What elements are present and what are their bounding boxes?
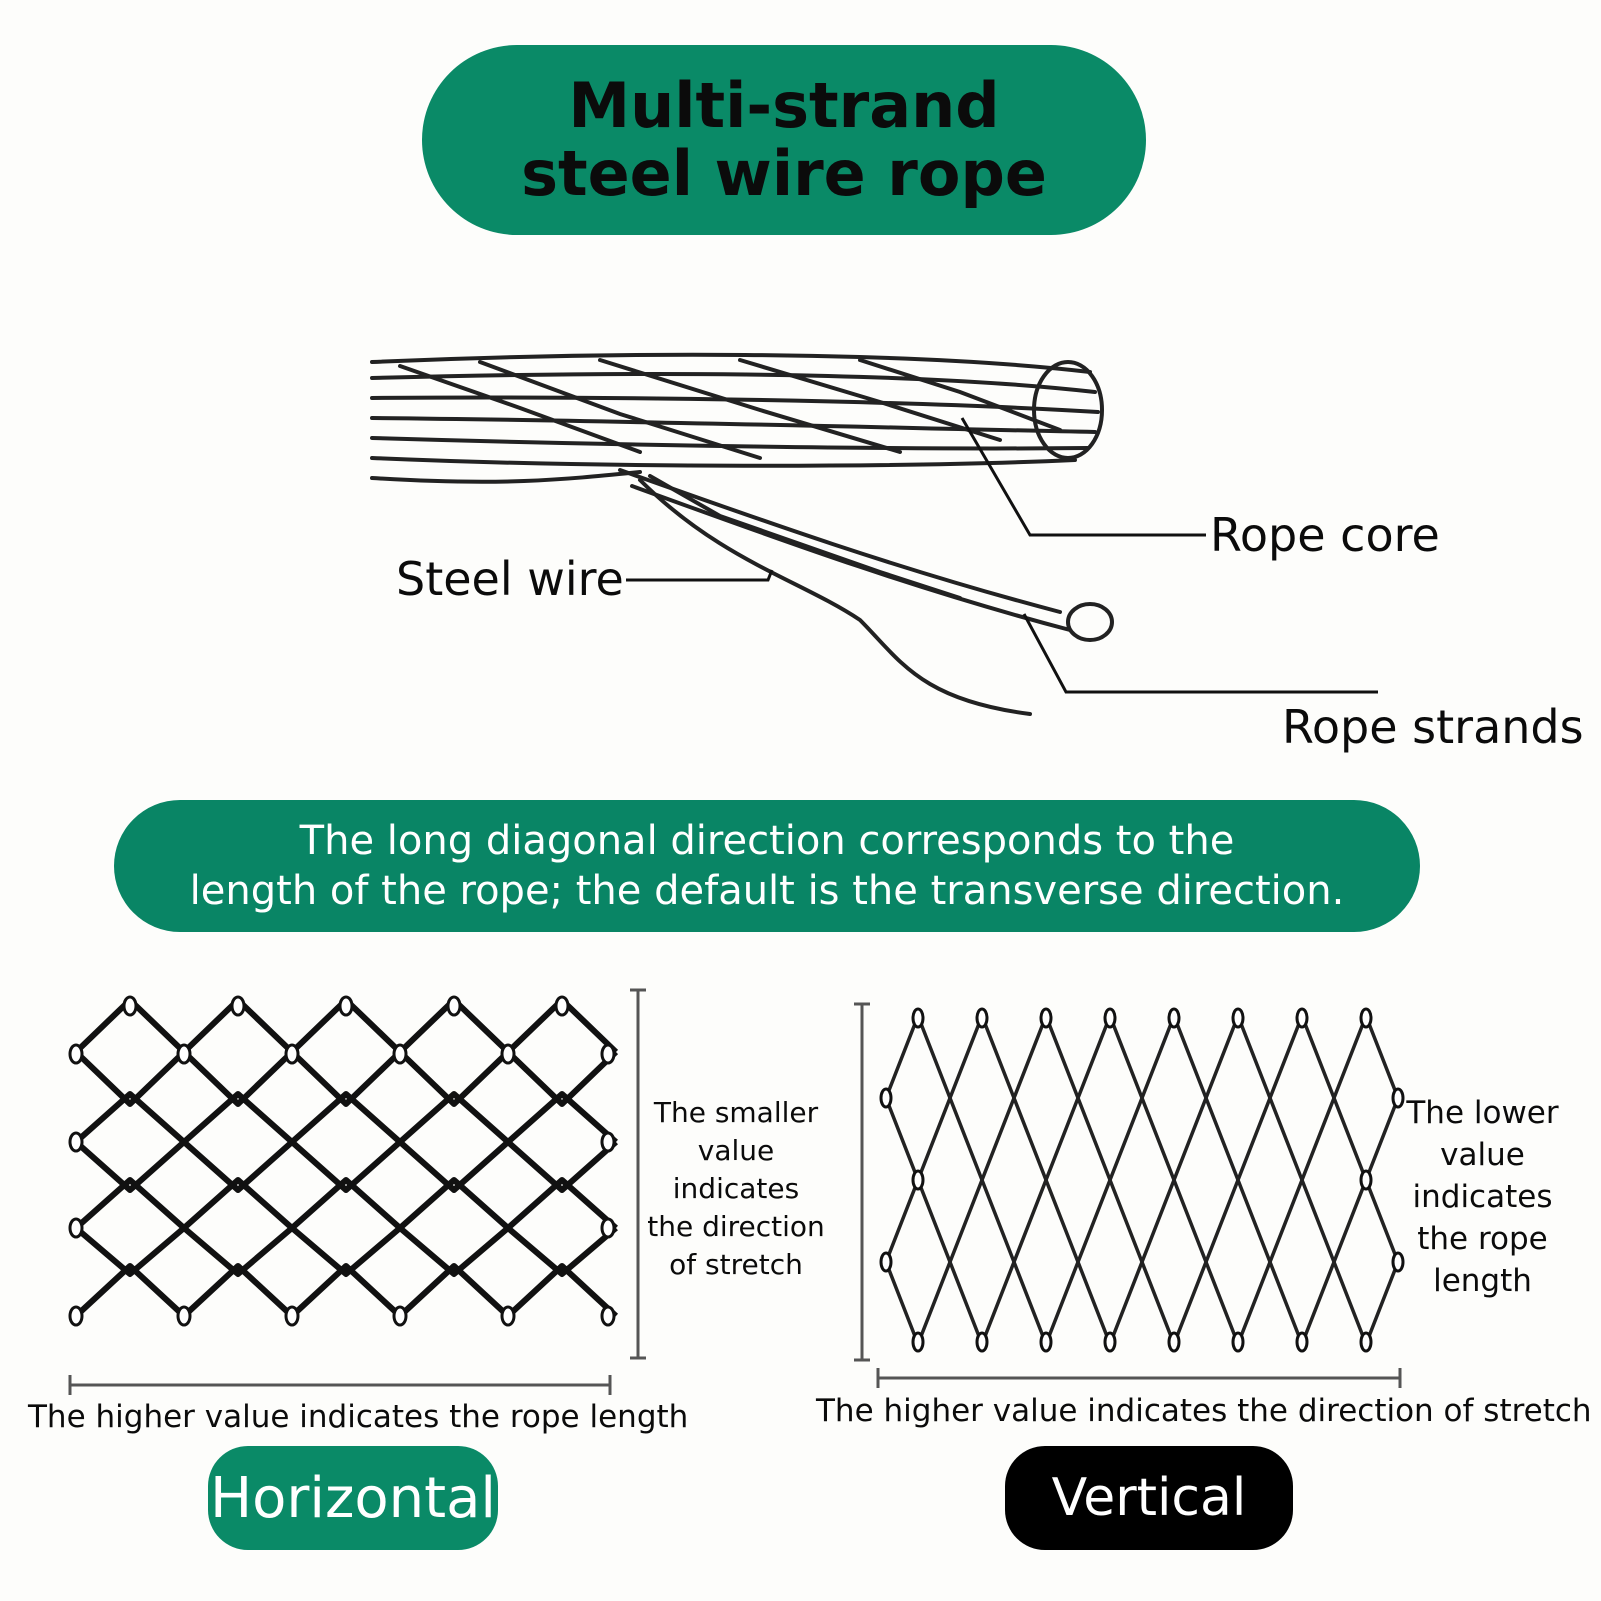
steel-wire-leader bbox=[626, 569, 774, 582]
rope-core-leader bbox=[960, 417, 1206, 537]
vertical-mesh bbox=[879, 1007, 1405, 1353]
rope-strands-label: Rope strands bbox=[1282, 700, 1584, 754]
rope-core-label: Rope core bbox=[1210, 508, 1440, 562]
horizontal-mesh bbox=[68, 995, 619, 1327]
info-banner: The long diagonal direction corresponds … bbox=[114, 800, 1420, 932]
rope-strands-leader bbox=[1022, 613, 1378, 694]
note-line: value indicates bbox=[672, 1134, 800, 1205]
info-line-1: The long diagonal direction corresponds … bbox=[299, 818, 1235, 864]
horizontal-button[interactable]: Horizontal bbox=[208, 1446, 498, 1550]
vertical-button[interactable]: Vertical bbox=[1005, 1446, 1293, 1550]
title-banner: Multi-strand steel wire rope bbox=[422, 45, 1146, 235]
title-line-1: Multi-strand bbox=[568, 69, 1000, 142]
note-line: value indicates bbox=[1412, 1137, 1553, 1215]
vertical-side-note: The lower value indicates the rope lengt… bbox=[1370, 1092, 1595, 1302]
steel-wire-label: Steel wire bbox=[396, 552, 624, 606]
note-line: The smaller bbox=[653, 1096, 819, 1129]
note-line: length bbox=[1433, 1263, 1532, 1299]
wire-rope-illustration bbox=[370, 352, 1114, 716]
note-line: of stretch bbox=[669, 1248, 803, 1281]
info-line-2: length of the rope; the default is the t… bbox=[189, 868, 1345, 914]
note-line: the rope bbox=[1417, 1221, 1548, 1257]
horizontal-bottom-note: The higher value indicates the rope leng… bbox=[28, 1399, 689, 1435]
title-line-2: steel wire rope bbox=[521, 137, 1047, 210]
vertical-bottom-note: The higher value indicates the direction… bbox=[816, 1393, 1592, 1429]
horizontal-side-note: The smaller value indicates the directio… bbox=[636, 1094, 836, 1284]
note-line: the direction bbox=[647, 1210, 825, 1243]
note-line: The lower bbox=[1406, 1095, 1559, 1131]
